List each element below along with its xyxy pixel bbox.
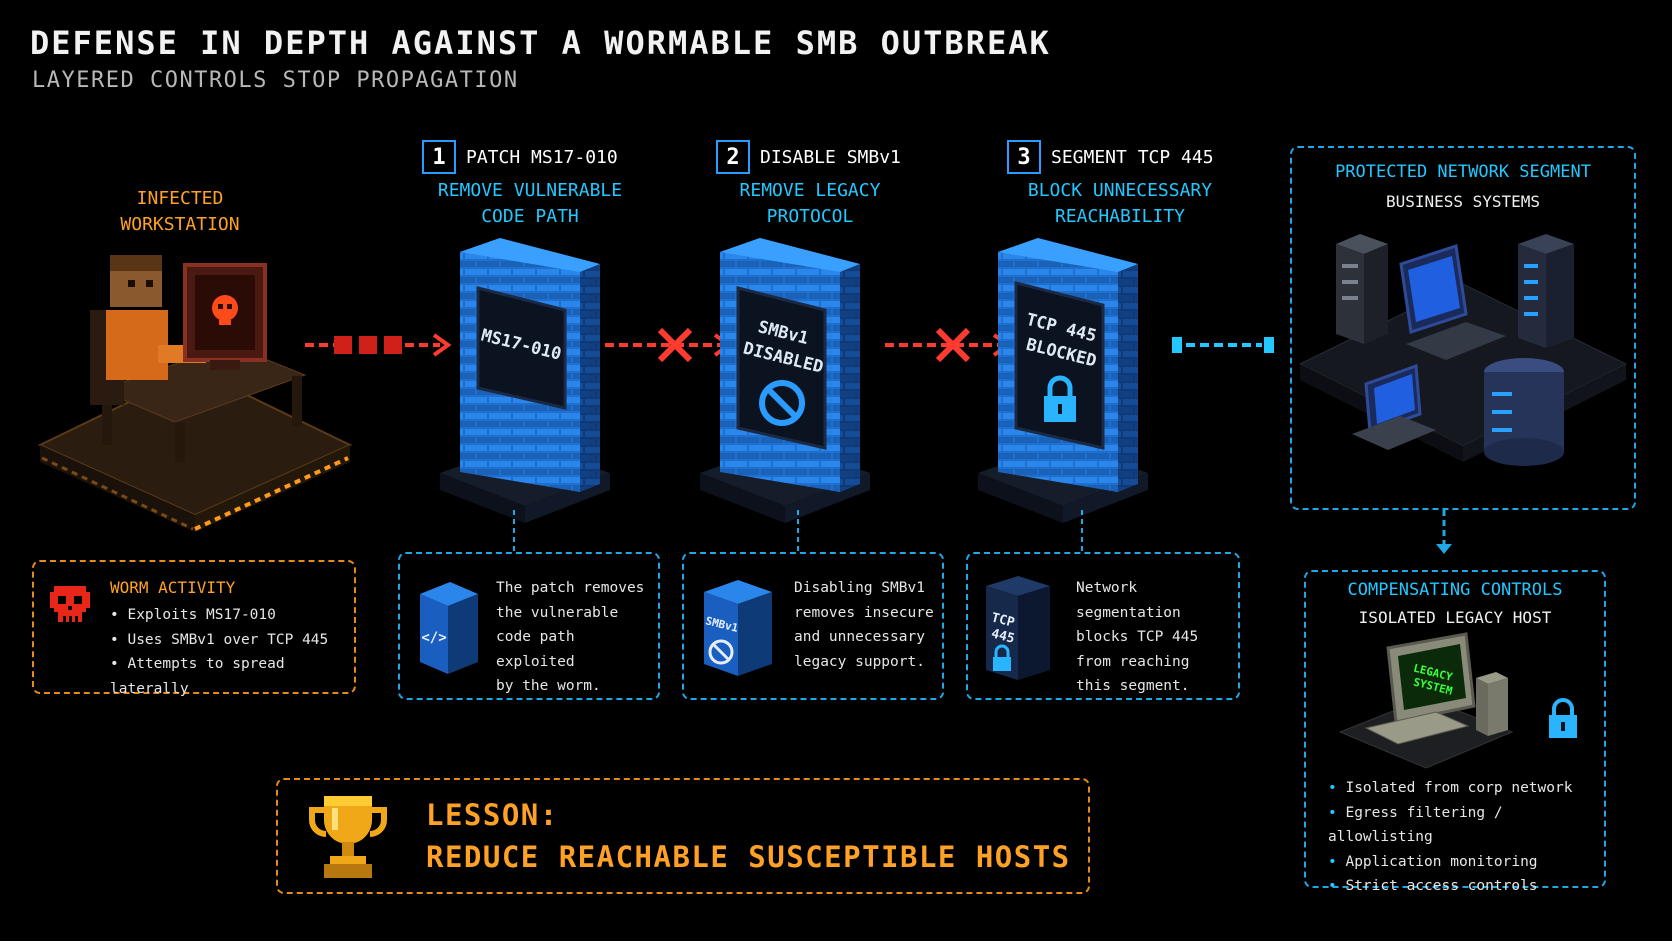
worm-activity-title: WORM ACTIVITY	[110, 578, 236, 597]
page-title: DEFENSE IN DEPTH AGAINST A WORMABLE SMB …	[30, 24, 1051, 62]
compensating-controls-box: COMPENSATING CONTROLS ISOLATED LEGACY HO…	[1304, 570, 1606, 894]
lock-icon	[1549, 698, 1577, 738]
server-icon	[1518, 234, 1574, 348]
list-item: Egress filtering / allowlisting	[1328, 801, 1604, 850]
lesson-text: LESSON: REDUCE REACHABLE SUSCEPTIBLE HOS…	[426, 794, 1071, 878]
laptop-icon	[1352, 363, 1436, 450]
list-item: Exploits MS17-010	[110, 603, 354, 628]
lesson-heading: LESSON:	[426, 798, 559, 832]
step-1-subtitle: REMOVE VULNERABLE CODE PATH	[437, 180, 623, 227]
propagation-arrows	[305, 327, 1274, 363]
step-1-title: PATCH MS17-010	[466, 146, 618, 168]
step-3-number: 3	[1007, 140, 1041, 174]
trophy-icon	[309, 796, 387, 878]
step-2-title: DISABLE SMBv1	[760, 146, 901, 168]
infected-workstation-label: INFECTED WORKSTATION	[120, 188, 240, 235]
step-2-description-box: SMBv1 Disabling SMBv1 removes insecure a…	[682, 552, 944, 700]
protected-network-segment-box: PROTECTED NETWORK SEGMENT BUSINESS SYSTE…	[1290, 146, 1636, 510]
firewall-wall-2: SMBv1 DISABLED	[700, 238, 870, 523]
list-item: Uses SMBv1 over TCP 445	[110, 628, 354, 653]
svg-text:TCP: TCP	[990, 610, 1017, 630]
worm-packet-icon	[359, 336, 377, 354]
smbv1-block-icon: SMBv1	[704, 580, 772, 676]
step-3-description: Network segmentation blocks TCP 445 from…	[1076, 580, 1199, 694]
compensating-controls-title: COMPENSATING CONTROLS	[1347, 580, 1563, 600]
code-block-icon: </>	[420, 582, 478, 674]
list-item: Isolated from corp network	[1328, 776, 1604, 801]
legacy-computer-illustration: LEGACY SYSTEM	[1338, 632, 1514, 769]
desktop-computer-icon	[1399, 244, 1506, 360]
step-2-description: Disabling SMBv1 removes insecure and unn…	[794, 580, 934, 670]
compensating-controls-list: Isolated from corp network Egress filter…	[1328, 776, 1604, 899]
step-2-subtitle: REMOVE LEGACY PROTOCOL	[739, 180, 881, 227]
step-1-description-box: </> The patch removes the vulnerable cod…	[398, 552, 660, 700]
step-1-header: 1 PATCH MS17-010	[422, 140, 682, 174]
step-3-description-box: TCP 445 Network segmentation blocks TCP …	[966, 552, 1240, 700]
step-2-number: 2	[716, 140, 750, 174]
step-3-subtitle: BLOCK UNNECESSARY REACHABILITY	[1027, 180, 1213, 227]
description-connectors	[513, 510, 1452, 554]
step-3-title: SEGMENT TCP 445	[1051, 146, 1214, 168]
server-icon	[1336, 234, 1388, 344]
protected-segment-subtitle: BUSINESS SYSTEMS	[1385, 192, 1541, 211]
list-item: Attempts to spread laterally	[110, 652, 354, 701]
tcp445-lock-icon: TCP 445	[986, 576, 1050, 680]
worm-activity-box: WORM ACTIVITY Exploits MS17-010 Uses SMB…	[32, 560, 356, 697]
worm-packet-icon	[384, 336, 402, 354]
database-icon	[1484, 358, 1564, 466]
prohibited-icon	[759, 380, 805, 426]
lesson-box: LESSON: REDUCE REACHABLE SUSCEPTIBLE HOS…	[276, 778, 1090, 894]
svg-text:</>: </>	[421, 630, 446, 646]
lesson-message: REDUCE REACHABLE SUSCEPTIBLE HOSTS	[426, 840, 1071, 874]
page-subtitle: LAYERED CONTROLS STOP PROPAGATION	[32, 68, 519, 93]
step-1-description: The patch removes the vulnerable code pa…	[496, 580, 645, 694]
infected-workstation-illustration	[37, 255, 353, 532]
svg-text:445: 445	[990, 626, 1016, 646]
protected-segment-title: PROTECTED NETWORK SEGMENT	[1335, 162, 1591, 182]
list-item: Strict access controls	[1328, 874, 1604, 899]
step-1-number: 1	[422, 140, 456, 174]
compensating-controls-subtitle: ISOLATED LEGACY HOST	[1358, 608, 1552, 627]
step-3-header: 3 SEGMENT TCP 445	[1007, 140, 1267, 174]
skull-icon	[50, 586, 90, 622]
business-systems-illustration	[1298, 234, 1628, 466]
step-2-header: 2 DISABLE SMBv1	[716, 140, 976, 174]
firewall-wall-1: MS17-010	[440, 238, 610, 523]
lock-icon	[1044, 375, 1076, 422]
list-item: Application monitoring	[1328, 850, 1604, 875]
worm-activity-list: Exploits MS17-010 Uses SMBv1 over TCP 44…	[110, 603, 354, 701]
firewall-wall-3: TCP 445 BLOCKED	[978, 238, 1148, 523]
worm-packet-icon	[334, 336, 352, 354]
